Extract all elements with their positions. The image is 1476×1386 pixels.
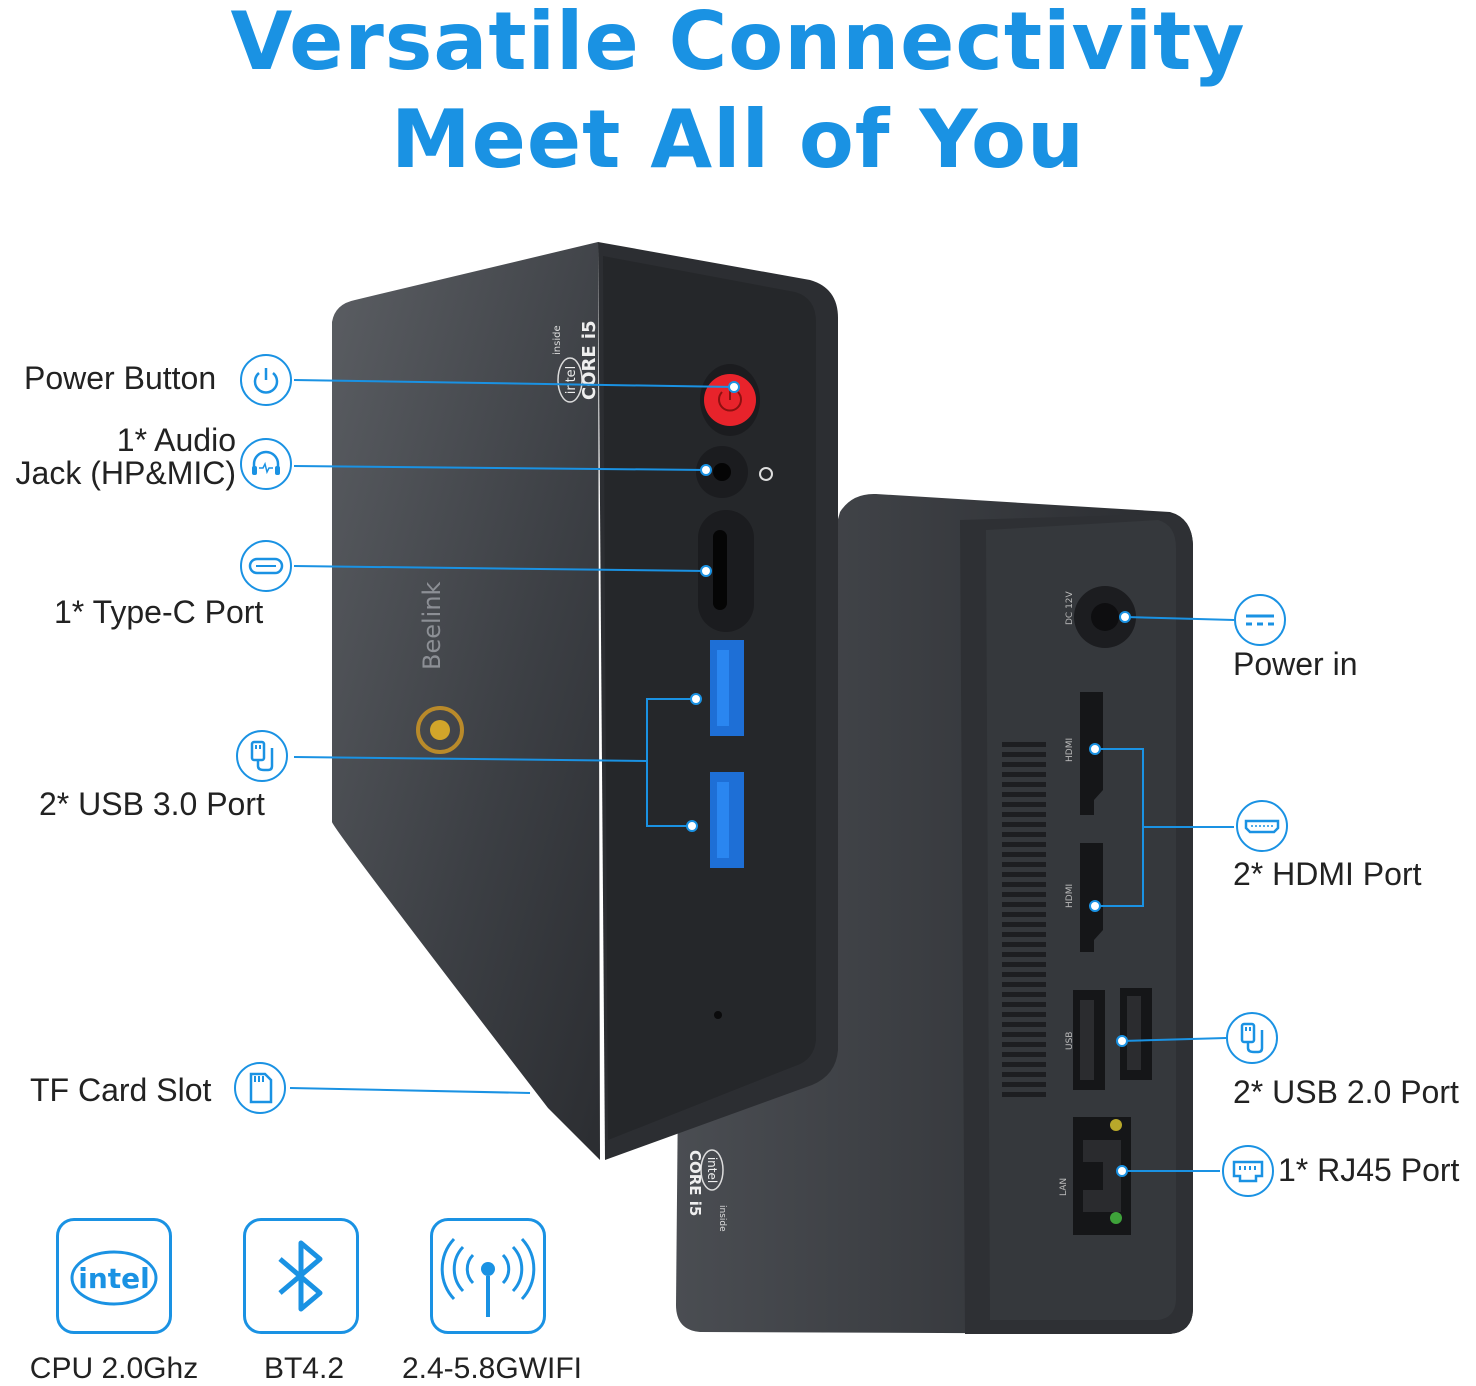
vent-slat	[1002, 1092, 1046, 1097]
vent-slat	[1002, 962, 1046, 967]
hdmi-port-2	[1080, 843, 1103, 952]
vent-slat	[1002, 922, 1046, 927]
type-c-label: 1* Type-C Port	[54, 594, 264, 630]
spec-bt-label: BT4.2	[263, 1352, 345, 1385]
vent-slat	[1002, 902, 1046, 907]
vent-slat	[1002, 812, 1046, 817]
hdmi-port-1-label: HDMI	[1065, 738, 1075, 762]
headset-icon	[240, 438, 292, 490]
vent-slat	[1002, 792, 1046, 797]
vent-slat	[1002, 752, 1046, 757]
lan-led-yellow	[1110, 1119, 1122, 1131]
type-c-icon	[240, 540, 292, 592]
usb3-label: 2* USB 3.0 Port	[39, 786, 265, 822]
dc-power-icon	[1234, 594, 1286, 646]
vent-slat	[1002, 782, 1046, 787]
vent-slat	[1002, 972, 1046, 977]
vent-slat	[1002, 832, 1046, 837]
vent-slat	[1002, 942, 1046, 947]
callout-lines	[289, 379, 1235, 1172]
bluetooth-icon	[243, 1218, 359, 1334]
status-led	[714, 1011, 722, 1019]
lan-led-green	[1110, 1212, 1122, 1224]
vent-slat	[1002, 1042, 1046, 1047]
vent-slat	[1002, 772, 1046, 777]
vent-slat	[1002, 982, 1046, 987]
vent-slat	[1002, 1072, 1046, 1077]
page-title-line-1: Versatile Connectivity	[230, 0, 1246, 88]
usb2-label: 2* USB 2.0 Port	[1233, 1074, 1459, 1110]
sd-card-icon	[234, 1062, 286, 1114]
vent-slat	[1002, 912, 1046, 917]
usb-plug-icon	[1226, 1012, 1278, 1064]
vent-slat	[1002, 862, 1046, 867]
vent-slat	[1002, 952, 1046, 957]
hdmi-port-2-label: HDMI	[1065, 884, 1075, 908]
hdmi-icon	[1236, 800, 1288, 852]
vent-slat	[1002, 822, 1046, 827]
vent-slat	[1002, 892, 1046, 897]
vent-slat	[1002, 1022, 1046, 1027]
intel-logo-text: intel	[78, 1262, 150, 1295]
vent-slat	[1002, 1082, 1046, 1087]
rj45-label: 1* RJ45 Port	[1278, 1152, 1460, 1188]
front-device: Beelink intel inside CORE i5	[332, 242, 838, 1160]
hdmi-label: 2* HDMI Port	[1233, 856, 1422, 892]
svg-text:inside: inside	[552, 325, 563, 355]
vent-slat	[1002, 1052, 1046, 1057]
spec-wifi-label: 2.4-5.8GWIFI	[401, 1352, 583, 1385]
back-intel-badge: intel inside CORE i5	[686, 1149, 727, 1232]
audio-jack-label-line1: 1* Audio	[116, 422, 236, 458]
vent-slat	[1002, 882, 1046, 887]
audio-jack-label-line2: Jack (HP&MIC)	[15, 455, 236, 491]
lan-port-label: LAN	[1059, 1178, 1069, 1196]
svg-text:intel: intel	[564, 366, 579, 395]
vent-slat	[1002, 1002, 1046, 1007]
vent-grille	[1002, 742, 1046, 1097]
vent-slat	[1002, 852, 1046, 857]
vent-slat	[1002, 1012, 1046, 1017]
svg-text:CORE i5: CORE i5	[579, 320, 600, 400]
vent-slat	[1002, 842, 1046, 847]
vent-slat	[1002, 742, 1046, 747]
tf-card-label: TF Card Slot	[30, 1072, 212, 1108]
vent-slat	[1002, 762, 1046, 767]
power-button-label: Power Button	[24, 360, 217, 396]
wifi-antenna-icon	[430, 1218, 546, 1334]
vent-slat	[1002, 802, 1046, 807]
intel-logo-icon: intel	[56, 1218, 172, 1334]
brand-logo-mark	[416, 706, 464, 754]
power-in-label: Power in	[1233, 646, 1358, 682]
usb-port-label: USB	[1065, 1032, 1075, 1050]
front-intel-badge: intel inside CORE i5	[552, 320, 600, 403]
svg-text:CORE i5: CORE i5	[686, 1150, 704, 1216]
callout-dots	[686, 381, 1131, 1177]
audio-jack-label: 1* Audio Jack (HP&MIC)	[0, 424, 236, 490]
power-icon	[240, 354, 292, 406]
ethernet-icon	[1222, 1145, 1274, 1197]
svg-text:intel: intel	[705, 1157, 719, 1183]
brand-logo-text: Beelink	[418, 581, 446, 670]
vent-slat	[1002, 1062, 1046, 1067]
spec-cpu-label: CPU 2.0Ghz	[29, 1352, 199, 1385]
svg-text:inside: inside	[717, 1205, 727, 1232]
dc-port-label: DC 12V	[1065, 590, 1075, 625]
vent-slat	[1002, 872, 1046, 877]
usb-plug-icon	[236, 730, 288, 782]
vent-slat	[1002, 992, 1046, 997]
vent-slat	[1002, 932, 1046, 937]
vent-slat	[1002, 1032, 1046, 1037]
page-title-line-2: Meet All of You	[391, 93, 1085, 186]
